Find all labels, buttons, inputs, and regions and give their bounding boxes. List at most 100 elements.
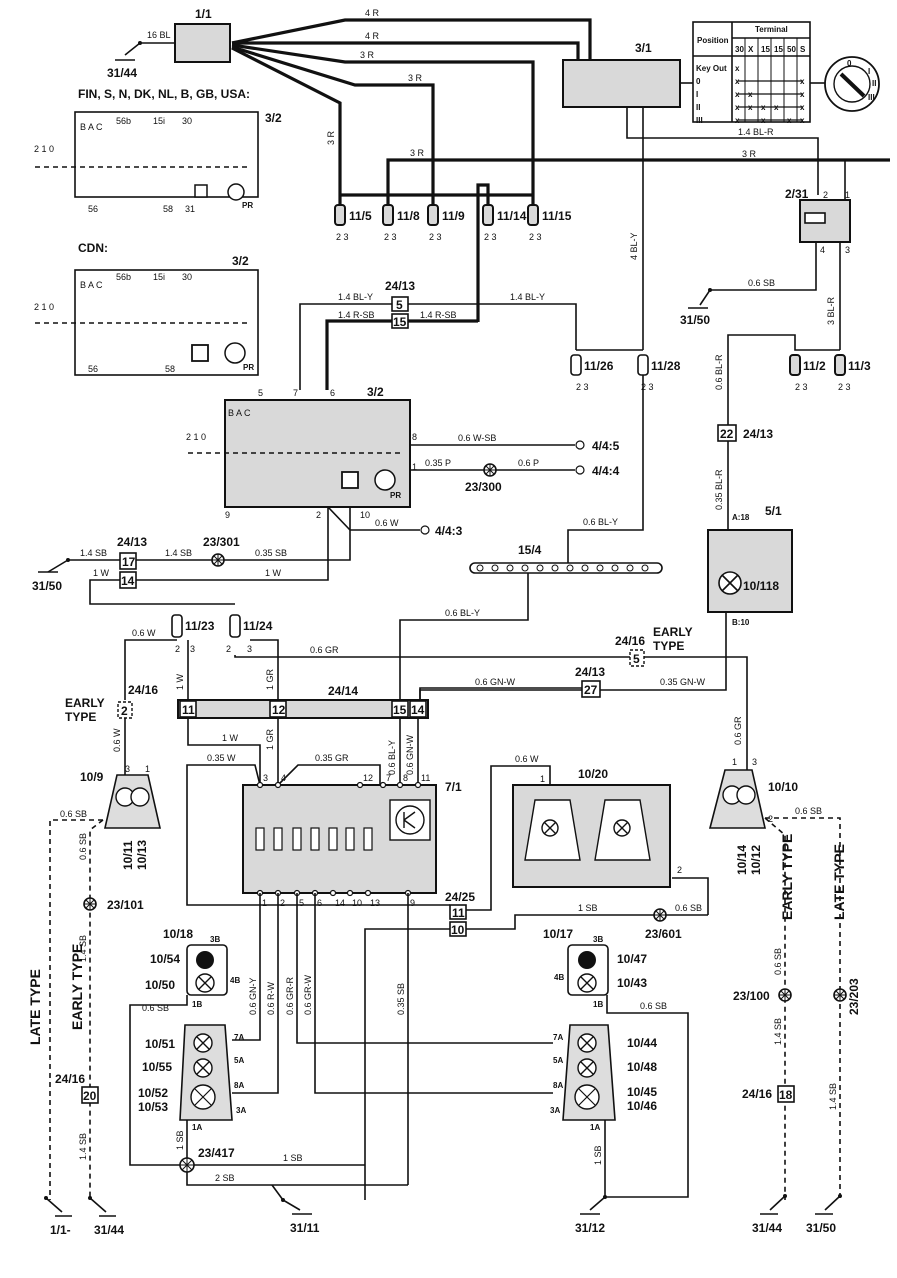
svg-text:10/52: 10/52: [138, 1086, 168, 1100]
svg-text:18: 18: [779, 1088, 793, 1102]
svg-text:20: 20: [83, 1089, 97, 1103]
connection-mark: x: [800, 77, 805, 86]
fuse: 11/52 3: [334, 204, 372, 242]
wire-label: 0.6 R-W: [266, 981, 276, 1015]
svg-text:10: 10: [360, 510, 370, 520]
svg-text:23/300: 23/300: [465, 480, 502, 494]
wire-label: 1.4 SB: [78, 935, 88, 962]
variant-label: CDN:: [78, 241, 108, 255]
wire-label: 1.4 SB: [78, 1133, 88, 1160]
terminal-header: 30: [735, 45, 744, 54]
module-pin: [379, 781, 387, 789]
wire-label: 0.6 SB: [142, 1003, 169, 1013]
wire-label: 2 SB: [215, 1173, 235, 1183]
svg-text:1: 1: [732, 757, 737, 767]
svg-text:2 1 0: 2 1 0: [34, 144, 54, 154]
ground-label: 31/11: [290, 1221, 320, 1235]
svg-text:2 3: 2 3: [641, 382, 654, 392]
svg-text:A:18: A:18: [732, 513, 750, 522]
connector-24-16-c: 24/16 20: [55, 1072, 99, 1104]
variant-label: FIN, S, N, DK, NL, B, GB, USA:: [78, 87, 250, 101]
wire-label: 3 R: [360, 50, 375, 60]
fuse: 11/82 3: [382, 204, 420, 242]
pin-label: 14: [335, 898, 345, 908]
svg-text:2 3: 2 3: [429, 232, 442, 242]
wire-label: 1.4 R-SB: [420, 310, 457, 320]
svg-text:2 1 0: 2 1 0: [186, 432, 206, 442]
svg-text:7A: 7A: [234, 1033, 244, 1042]
connection-mark: x: [735, 64, 740, 73]
pin-label: 11: [421, 773, 430, 783]
connector-24-13-d: 24/13 27: [575, 665, 605, 698]
wire-label: 0.35 SB: [396, 983, 406, 1015]
resistor-icon: [273, 827, 283, 851]
bus-terminal: [476, 564, 484, 572]
resistor-icon: [255, 827, 265, 851]
ground-label: 31/12: [575, 1221, 605, 1235]
svg-text:III: III: [868, 93, 875, 102]
svg-text:17: 17: [122, 555, 136, 569]
fuse: 11/32 3: [834, 354, 871, 392]
wire-label: 0.6 GN-W: [475, 677, 516, 687]
svg-text:11/14: 11/14: [497, 209, 527, 223]
light-switch-3-2-main: 3/2 B A C 2 1 0 PR 5 7 6 8 1 9 2 10: [186, 385, 417, 520]
lamp-cluster-left: 10/51 10/55 10/52 10/53 7A 5A 8A 3A 1A: [138, 1024, 246, 1132]
svg-text:2: 2: [768, 814, 773, 824]
wire: [187, 718, 261, 785]
wire: [232, 41, 580, 60]
wire-label: 3 R: [410, 148, 425, 158]
terminal-header: X: [748, 45, 754, 54]
terminal-header: 15: [761, 45, 770, 54]
svg-text:15: 15: [393, 315, 407, 329]
svg-text:24/13: 24/13: [575, 665, 605, 679]
svg-text:58: 58: [165, 364, 175, 374]
component-label: 2/31: [785, 187, 809, 201]
connection-mark: x: [748, 103, 753, 112]
bus-terminal: [536, 564, 544, 572]
svg-text:10/10: 10/10: [768, 780, 798, 794]
svg-text:I: I: [868, 67, 870, 76]
svg-text:5: 5: [633, 652, 640, 666]
svg-text:3B: 3B: [210, 935, 220, 944]
resistor-icon: [363, 827, 373, 851]
svg-text:3: 3: [752, 757, 757, 767]
wire: [231, 46, 342, 195]
svg-text:2 3: 2 3: [384, 232, 397, 242]
svg-text:56: 56: [88, 204, 98, 214]
wire-label: 16 BL: [147, 30, 171, 40]
svg-text:24/16: 24/16: [742, 1087, 772, 1101]
connector-label: 4/4:3: [435, 524, 463, 538]
svg-text:2: 2: [823, 190, 828, 200]
wire-late-type: [765, 817, 841, 1200]
svg-text:B:10: B:10: [732, 618, 750, 627]
pin-label: 10: [352, 898, 362, 908]
svg-text:15: 15: [393, 703, 407, 717]
lamp-10-17: 10/17 10/47 10/43 3B 4B 1B: [543, 927, 647, 1009]
svg-text:10/18: 10/18: [163, 927, 193, 941]
connection-mark: x: [735, 116, 740, 125]
bus-terminal: [641, 564, 649, 572]
wire: [419, 687, 582, 700]
wire-label: 1 SB: [175, 1130, 185, 1150]
fuse: 11/22 3: [789, 354, 826, 392]
wire: [271, 1184, 301, 1211]
svg-text:24/13: 24/13: [743, 427, 773, 441]
light-switch-3-2-cdn: 3/2 B A C 56b 15i 30 2 1 0 PR 56 58: [34, 254, 259, 376]
module-pin: [256, 781, 264, 789]
svg-text:24/13: 24/13: [385, 279, 415, 293]
svg-text:EARLY: EARLY: [653, 625, 693, 639]
ground-label: 31/50: [32, 579, 62, 593]
svg-text:1A: 1A: [192, 1123, 202, 1132]
svg-text:1A: 1A: [590, 1123, 600, 1132]
wire-early-type: [89, 819, 104, 1200]
svg-text:1: 1: [540, 774, 545, 784]
svg-text:2 3: 2 3: [336, 232, 349, 242]
wire-label: 1 SB: [283, 1153, 303, 1163]
svg-text:10/45: 10/45: [627, 1085, 657, 1099]
ignition-switch-3-1: 3/1: [562, 41, 681, 108]
connector-24-14: 24/14 11 12 15 14: [177, 684, 429, 719]
lamp-10-20: 10/20 1 2: [512, 767, 682, 888]
svg-text:11: 11: [182, 703, 195, 717]
